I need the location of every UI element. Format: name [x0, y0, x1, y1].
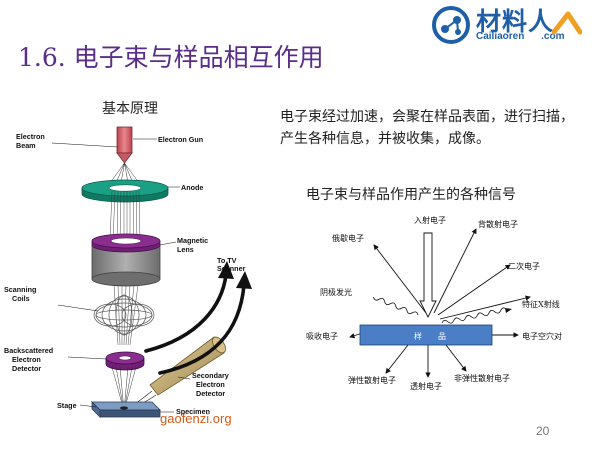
sample-bar	[359, 324, 493, 346]
label-se-detector-2: Electron	[196, 380, 225, 389]
logo-subtext: Cailiaoren .com	[476, 31, 564, 42]
signal-hole: 电子空穴对	[522, 331, 562, 341]
tv-signal-arrows	[144, 273, 246, 375]
signals-heading: 电子束与样品作用产生的各种信号	[306, 187, 516, 203]
cathodoluminescence-wave	[373, 296, 419, 316]
anode	[81, 179, 169, 203]
label-magnetic-lens: Magnetic	[177, 236, 208, 245]
logo	[430, 0, 600, 48]
beam-rays-middle	[109, 190, 141, 242]
electron-gun	[116, 126, 133, 164]
scanning-coils	[93, 294, 155, 336]
signal-elastic: 弹性散射电子	[348, 375, 396, 385]
label-electron-gun: Electron Gun	[158, 135, 203, 144]
stage	[91, 401, 161, 418]
signal-incident: 入射电子	[414, 215, 446, 225]
logo-domain: .com	[541, 31, 565, 42]
tv-arrowheads	[218, 261, 252, 289]
logo-arrow-icon	[552, 11, 582, 35]
label-scanning-coils: Scanning	[4, 285, 36, 294]
signal-transmitted: 透射电子	[410, 381, 442, 391]
signal-cathodoluminescence: 阴极发光	[320, 287, 352, 297]
xray-wave	[441, 307, 507, 324]
logo-mark-icon	[432, 6, 470, 44]
label-electron-beam: Electron	[16, 132, 45, 141]
beam-rays-lower	[113, 284, 139, 346]
label-se-detector-3: Detector	[196, 389, 225, 398]
signal-xray: 特征X射线	[522, 299, 560, 309]
label-magnetic-lens-2: Lens	[177, 245, 194, 254]
label-anode: Anode	[181, 183, 203, 192]
xray-arrowhead	[505, 308, 512, 313]
label-electron-beam-2: Beam	[16, 141, 36, 150]
principle-heading: 基本原理	[102, 101, 158, 117]
page-number: 20	[536, 424, 550, 438]
signal-secondary: 二次电子	[508, 261, 540, 271]
label-to-tv: To TV	[217, 256, 237, 265]
signal-backscattered: 背散射电子	[478, 219, 518, 229]
slide-title: 1.6. 电子束与样品相互作用	[18, 43, 324, 72]
logo-latin: Cailiaoren	[476, 31, 525, 42]
label-leaders	[51, 138, 191, 413]
watermark: gaofenzi.org	[160, 411, 232, 426]
incident-beam-arrow	[419, 232, 437, 319]
label-scanning-coils-2: Coils	[12, 294, 30, 303]
description-text: 电子束经过加速，会聚在样品表面，进行扫描，产生各种信息，并被收集，成像。	[280, 109, 574, 147]
signal-absorbed: 吸收电子	[306, 331, 338, 341]
label-to-tv-2: Scanner	[217, 264, 246, 273]
label-bse-detector-2: Electron	[12, 355, 41, 364]
label-bse-detector: Backscattered	[4, 346, 53, 355]
label-stage: Stage	[57, 401, 77, 410]
label-specimen: Specimen	[176, 407, 210, 416]
sample-label: 样 品	[414, 331, 446, 341]
label-bse-detector-3: Detector	[12, 364, 41, 373]
signals-diagram: 样 品 入射电子 背散射电子 俄歇电子 二次电子 阴极发光 特征X射线 吸收电子…	[306, 215, 562, 391]
sem-schematic: Electron Beam Electron Gun Anode Magneti…	[4, 126, 252, 418]
magnetic-lens	[91, 233, 161, 287]
label-se-detector: Secondary	[192, 371, 229, 380]
logo-text: 材料人	[476, 7, 555, 36]
backscatter-detector	[105, 351, 145, 371]
signal-inelastic: 非弹性散射电子	[454, 373, 510, 383]
signal-auger: 俄歇电子	[332, 233, 364, 243]
signal-rays	[349, 228, 531, 378]
